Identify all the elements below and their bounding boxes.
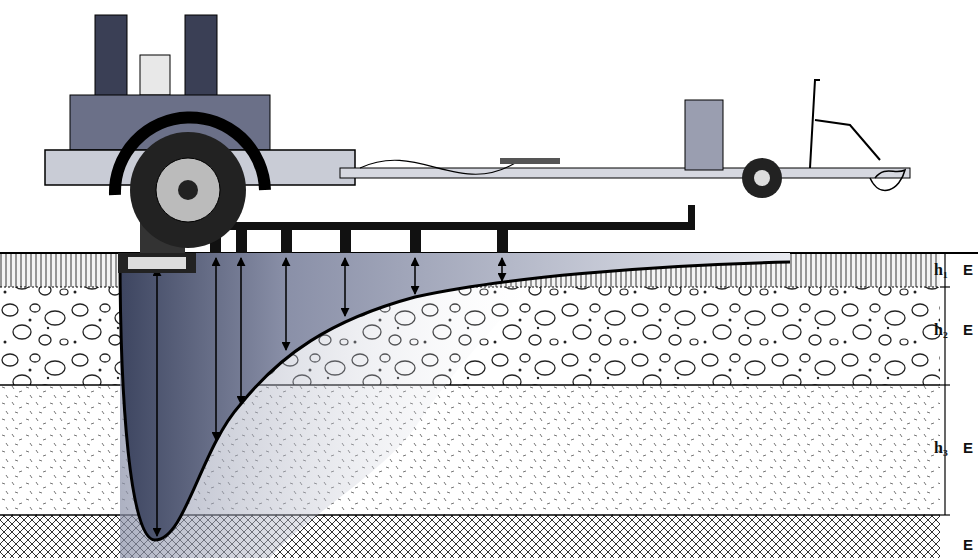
deflection-arrows (157, 258, 502, 536)
loading-plate (128, 257, 186, 269)
modulus-label: E (963, 322, 973, 337)
deflection-bowl (120, 253, 790, 540)
trailer (45, 15, 910, 248)
dimension-line (940, 253, 950, 515)
modulus-label: E (963, 262, 973, 277)
thickness-label: h₂ (934, 322, 948, 338)
thickness-label: h₁ (934, 262, 948, 278)
modulus-label: E (963, 537, 973, 552)
deflection-curve (120, 253, 790, 540)
modulus-label: E (963, 440, 973, 455)
sensor-beam (195, 205, 695, 253)
loading-plate (118, 253, 196, 273)
thickness-label: h₃ (934, 440, 948, 456)
